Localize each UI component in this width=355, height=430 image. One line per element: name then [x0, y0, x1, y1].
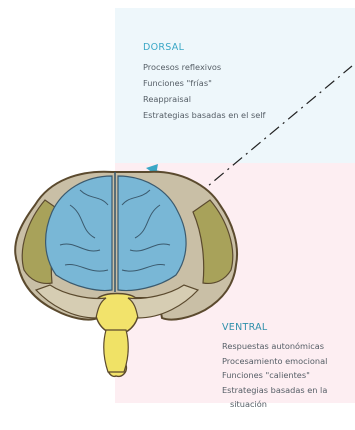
dorsal-item: Procesos reflexivos: [143, 59, 348, 75]
dorsal-panel: DORSAL Procesos reflexivos Funciones "fr…: [143, 42, 348, 123]
dorsal-list: Procesos reflexivos Funciones "frías" Re…: [143, 59, 348, 123]
brainstem: [104, 330, 128, 372]
dorsal-item: Estrategias basadas en el self: [143, 107, 348, 123]
ventral-title: VENTRAL: [222, 322, 352, 333]
ventral-item: situación: [222, 397, 352, 412]
ventral-item: Respuestas autonómicas: [222, 339, 352, 354]
ventral-item: Funciones "calientes": [222, 368, 352, 383]
ventral-item: Procesamiento emocional: [222, 354, 352, 369]
ventral-list: Respuestas autonómicas Procesamiento emo…: [222, 339, 352, 412]
dorsal-item: Funciones "frías": [143, 75, 348, 91]
ventral-item: Estrategias basadas en la: [222, 383, 352, 398]
dorsal-item: Reappraisal: [143, 91, 348, 107]
dorsal-title: DORSAL: [143, 42, 348, 53]
ventral-panel: VENTRAL Respuestas autonómicas Procesami…: [222, 322, 352, 412]
